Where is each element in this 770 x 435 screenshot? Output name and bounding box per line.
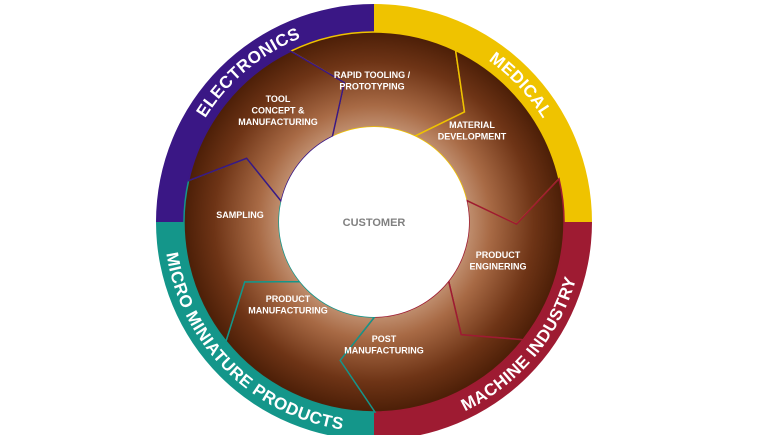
process-arrow-ring (183, 31, 565, 413)
step-label-line: ENGINERING (469, 262, 526, 272)
step-labels: RAPID TOOLING / PROTOTYPING MATERIAL DEVELO… (216, 70, 526, 356)
step-label-line: PRODUCT (266, 294, 311, 304)
sector-micro-miniature-products (156, 222, 374, 435)
step-label-line: PROTOTYPING (339, 82, 404, 92)
step-label-product-engineering: PRODUCT ENGINERING (469, 250, 526, 272)
customer-center (279, 127, 469, 317)
industry-ring (156, 4, 592, 435)
step-label-rapid-tooling: RAPID TOOLING / PROTOTYPING (334, 70, 411, 92)
step-label-sampling: SAMPLING (216, 210, 264, 220)
step-label-product-manufacturing: PRODUCT MANUFACTURING (248, 294, 328, 316)
sector-electronics (156, 4, 374, 222)
sector-medical (374, 4, 592, 222)
step-label-material-development: MATERIAL DEVELOPMENT (438, 120, 507, 142)
step-label-post-manufacturing: POST MANUFACTURING (344, 334, 424, 356)
step-label-line: MANUFACTURING (238, 117, 318, 127)
center-label: CUSTOMER (343, 217, 406, 229)
step-label-line: POST (372, 334, 397, 344)
step-label-line: MANUFACTURING (248, 306, 328, 316)
step-label-line: RAPID TOOLING / (334, 70, 411, 80)
step-label-line: SAMPLING (216, 210, 264, 220)
step-label-tool-concept: TOOL CONCEPT &MANUFACTURING (238, 94, 318, 127)
step-label-line: PRODUCT (476, 250, 521, 260)
step-label-line: TOOL (266, 94, 291, 104)
step-label-line: CONCEPT & (251, 106, 305, 116)
step-label-line: DEVELOPMENT (438, 132, 507, 142)
sector-machine-industry (374, 222, 592, 435)
step-label-line: MATERIAL (449, 120, 495, 130)
step-label-line: MANUFACTURING (344, 346, 424, 356)
